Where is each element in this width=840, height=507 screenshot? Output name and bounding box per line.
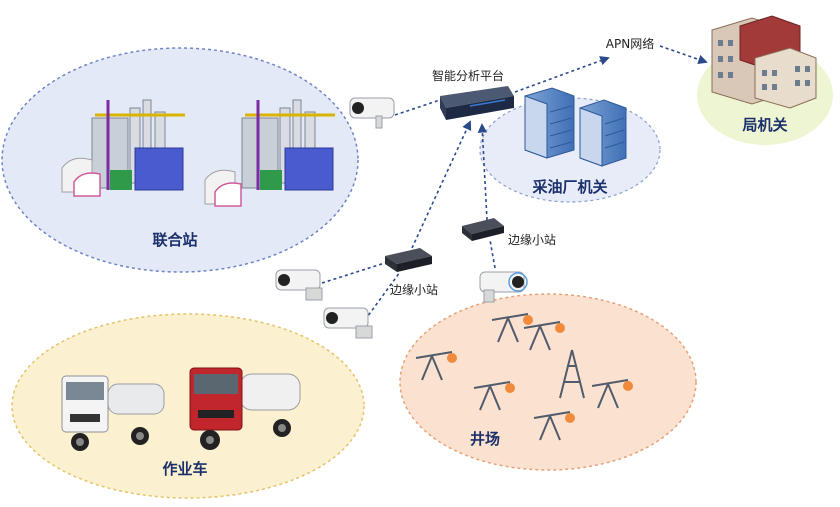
label-joint-station: 联合站 xyxy=(152,231,197,249)
pump-jacks xyxy=(415,313,633,441)
derrick-tower-icon xyxy=(559,349,585,399)
label-edge-left: 边缘小站 xyxy=(390,283,438,297)
pump-jack-icon xyxy=(591,379,633,409)
link-cam3-edge-right xyxy=(489,239,496,269)
pump-jack-icon xyxy=(415,351,457,381)
server-icon-platform xyxy=(440,86,514,120)
refinery-illustration-right xyxy=(204,99,335,207)
link-cam2-edge-left xyxy=(364,271,401,321)
camera-icon-edge-2 xyxy=(323,307,373,339)
pump-jack-icon xyxy=(523,321,565,351)
zone-vehicles xyxy=(11,313,365,499)
red-tanker-truck-icon xyxy=(189,367,301,450)
label-vehicles: 作业车 xyxy=(162,460,207,478)
edge-device-icon-left xyxy=(385,248,432,272)
camera-icon-joint-station xyxy=(349,97,395,129)
edge-device-icon-right xyxy=(462,218,504,241)
label-bureau: 局机关 xyxy=(741,116,787,134)
pump-jack-icon xyxy=(533,411,575,441)
pump-jack-icon xyxy=(473,381,515,411)
link-platform-apn xyxy=(514,56,610,93)
pump-jack-icon xyxy=(491,313,533,343)
label-edge-right: 边缘小站 xyxy=(508,233,556,247)
link-camera-platform xyxy=(394,99,441,116)
zone-well-field xyxy=(399,293,697,471)
camera-icon-well-field xyxy=(479,271,528,303)
label-platform: 智能分析平台 xyxy=(432,68,504,83)
refinery-illustration-left xyxy=(61,99,185,197)
link-edge-right-platform xyxy=(477,123,488,221)
office-building-icon-left xyxy=(524,87,575,159)
label-apn-network: APN网络 xyxy=(606,36,654,51)
label-well-field: 井场 xyxy=(470,430,500,448)
link-cam1-edge-left xyxy=(321,261,389,284)
network-links xyxy=(321,45,708,321)
camera-icon-edge-1 xyxy=(275,269,323,301)
link-apn-bureau xyxy=(659,45,708,65)
white-tanker-truck-icon xyxy=(61,375,165,451)
link-edge-left-platform xyxy=(411,120,472,249)
headquarters-building-icon xyxy=(711,15,817,109)
label-oil-plant: 采油厂机关 xyxy=(531,178,607,196)
office-building-icon-right xyxy=(579,99,627,167)
